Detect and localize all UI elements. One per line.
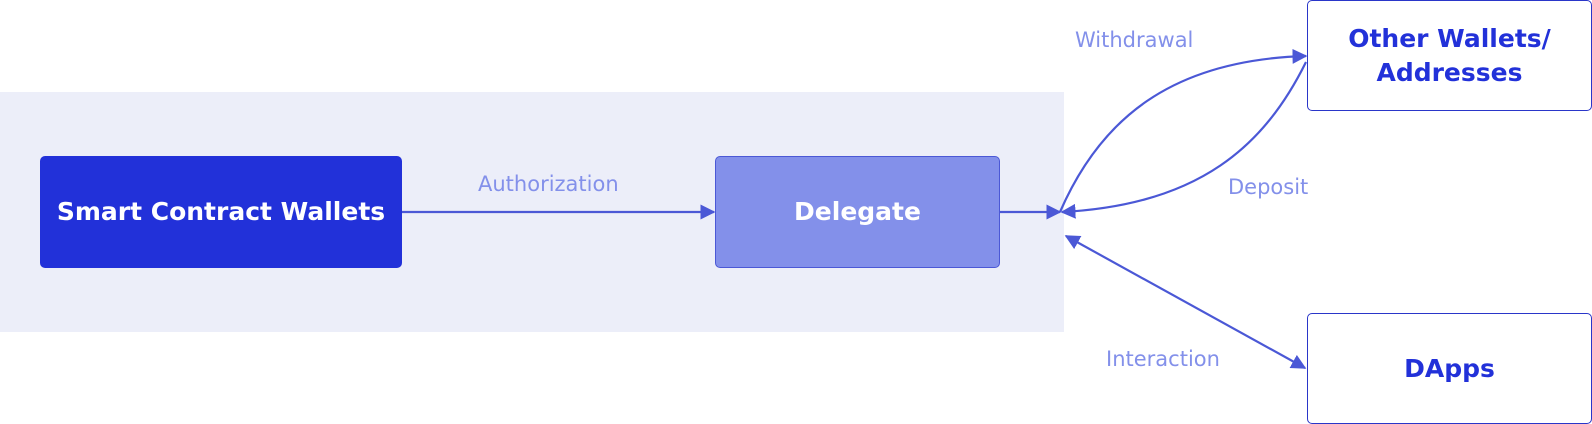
authorization-label: Authorization (478, 172, 619, 196)
dapps-label: DApps (1404, 353, 1495, 383)
deposit-arrow (1060, 61, 1307, 219)
delegate-node: Delegate (715, 156, 1000, 268)
smart-contract-wallets-label: Smart Contract Wallets (56, 197, 386, 226)
other-wallets-label-line2: Addresses (1376, 57, 1523, 87)
interaction-arrow (1064, 235, 1307, 369)
interaction-label: Interaction (1106, 347, 1220, 371)
other-wallets-label-line1: Other Wallets/ (1348, 23, 1551, 53)
dapps-node: DApps (1307, 313, 1592, 424)
smart-contract-wallets-node: Smart Contract Wallets (40, 156, 402, 268)
withdrawal-arrow (1058, 48, 1308, 213)
delegate-label: Delegate (794, 197, 921, 226)
deposit-label: Deposit (1228, 175, 1309, 199)
other-wallets-node: Other Wallets/ Addresses (1307, 0, 1592, 111)
other-wallets-label: Other Wallets/ Addresses (1348, 22, 1551, 90)
withdrawal-label: Withdrawal (1075, 28, 1194, 52)
